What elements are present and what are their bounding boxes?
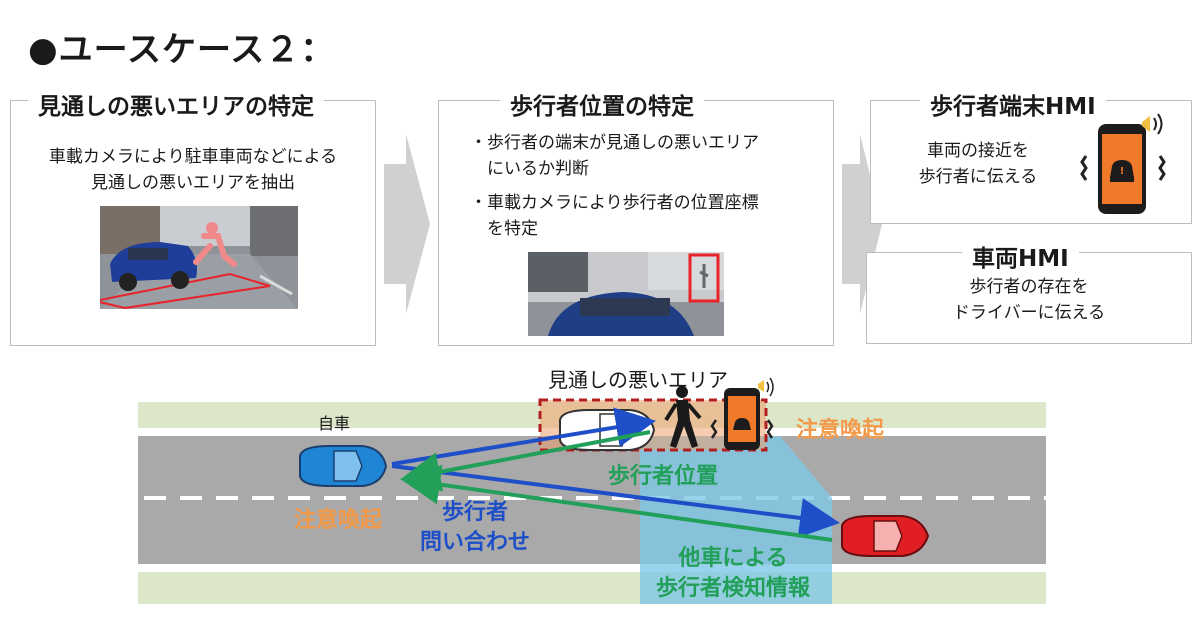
panel-blind-area-text: 車載カメラにより駐車車両などによる 見通しの悪いエリアを抽出 <box>48 147 338 193</box>
camera-photo-pedestrian <box>528 252 724 336</box>
svg-text:!: ! <box>1120 166 1125 177</box>
panel-vehicle-hmi-title: 車両HMI <box>962 239 1079 273</box>
panel-vehicle-hmi-text: 歩行者の存在を ドライバーに伝える <box>952 277 1106 323</box>
panel-blind-area-title: 見通しの悪いエリアの特定 <box>28 87 324 121</box>
pedestrian-query-label: 歩行者 問い合わせ <box>420 500 531 555</box>
panel-pedestrian-position-title: 歩行者位置の特定 <box>500 87 704 121</box>
panel-pedestrian-hmi-text: 車両の接近を 歩行者に伝える <box>918 141 1038 187</box>
blind-area-label: 見通しの悪いエリア <box>548 368 728 392</box>
alert-label-own-car: 注意喚起 <box>294 508 383 533</box>
flow-arrow-1 <box>384 134 430 318</box>
alert-label-pedestrian: 注意喚起 <box>796 418 885 443</box>
pedestrian-position-label: 歩行者位置 <box>608 464 719 489</box>
own-car-label: 自車 <box>318 414 351 433</box>
phone-alert-icon: ! <box>1080 112 1170 220</box>
other-car-detection-label: 他車による 歩行者検知情報 <box>656 546 811 601</box>
flow-arrow-2 <box>842 134 882 318</box>
page-title: ●ユースケース２： <box>28 30 336 70</box>
panel-pedestrian-position-bullets: ・歩行者の端末が見通しの悪いエリア にいるか判断 ・車載カメラにより歩行者の位置… <box>470 133 759 239</box>
camera-photo-parked-car <box>100 206 298 309</box>
panel-pedestrian-hmi-title: 歩行者端末HMI <box>920 87 1106 121</box>
